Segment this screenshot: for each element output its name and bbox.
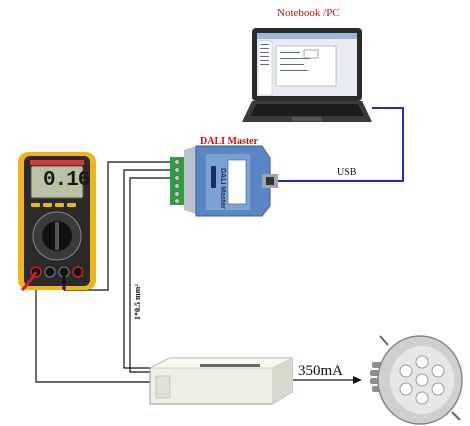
red-lead [20, 271, 38, 292]
dali-wire-to-driver-b [129, 177, 178, 373]
usb-cable [278, 107, 404, 182]
laptop [242, 28, 372, 122]
dali-wire-to-driver-a [123, 169, 178, 369]
notebook-label: Notebook /PC [277, 7, 340, 19]
multimeter [18, 152, 96, 292]
meter-lead-to-driver [35, 290, 150, 383]
terminal-block [170, 157, 184, 205]
meter-lcd [30, 165, 84, 199]
dali-master-label: DALI Master [200, 136, 259, 147]
dali-master-module [170, 145, 278, 217]
usb-label: USB [337, 167, 357, 178]
meter-reading: 0.16 [43, 169, 90, 192]
led-driver [149, 357, 293, 405]
cable-spec-label: 1*0.5 mm² [133, 284, 142, 320]
output-current-label: 350mA [298, 363, 343, 379]
module-body-text: DALI Master [219, 168, 226, 209]
wires [35, 107, 404, 384]
output-arrow-head [353, 376, 362, 384]
led-downlight [370, 335, 463, 425]
